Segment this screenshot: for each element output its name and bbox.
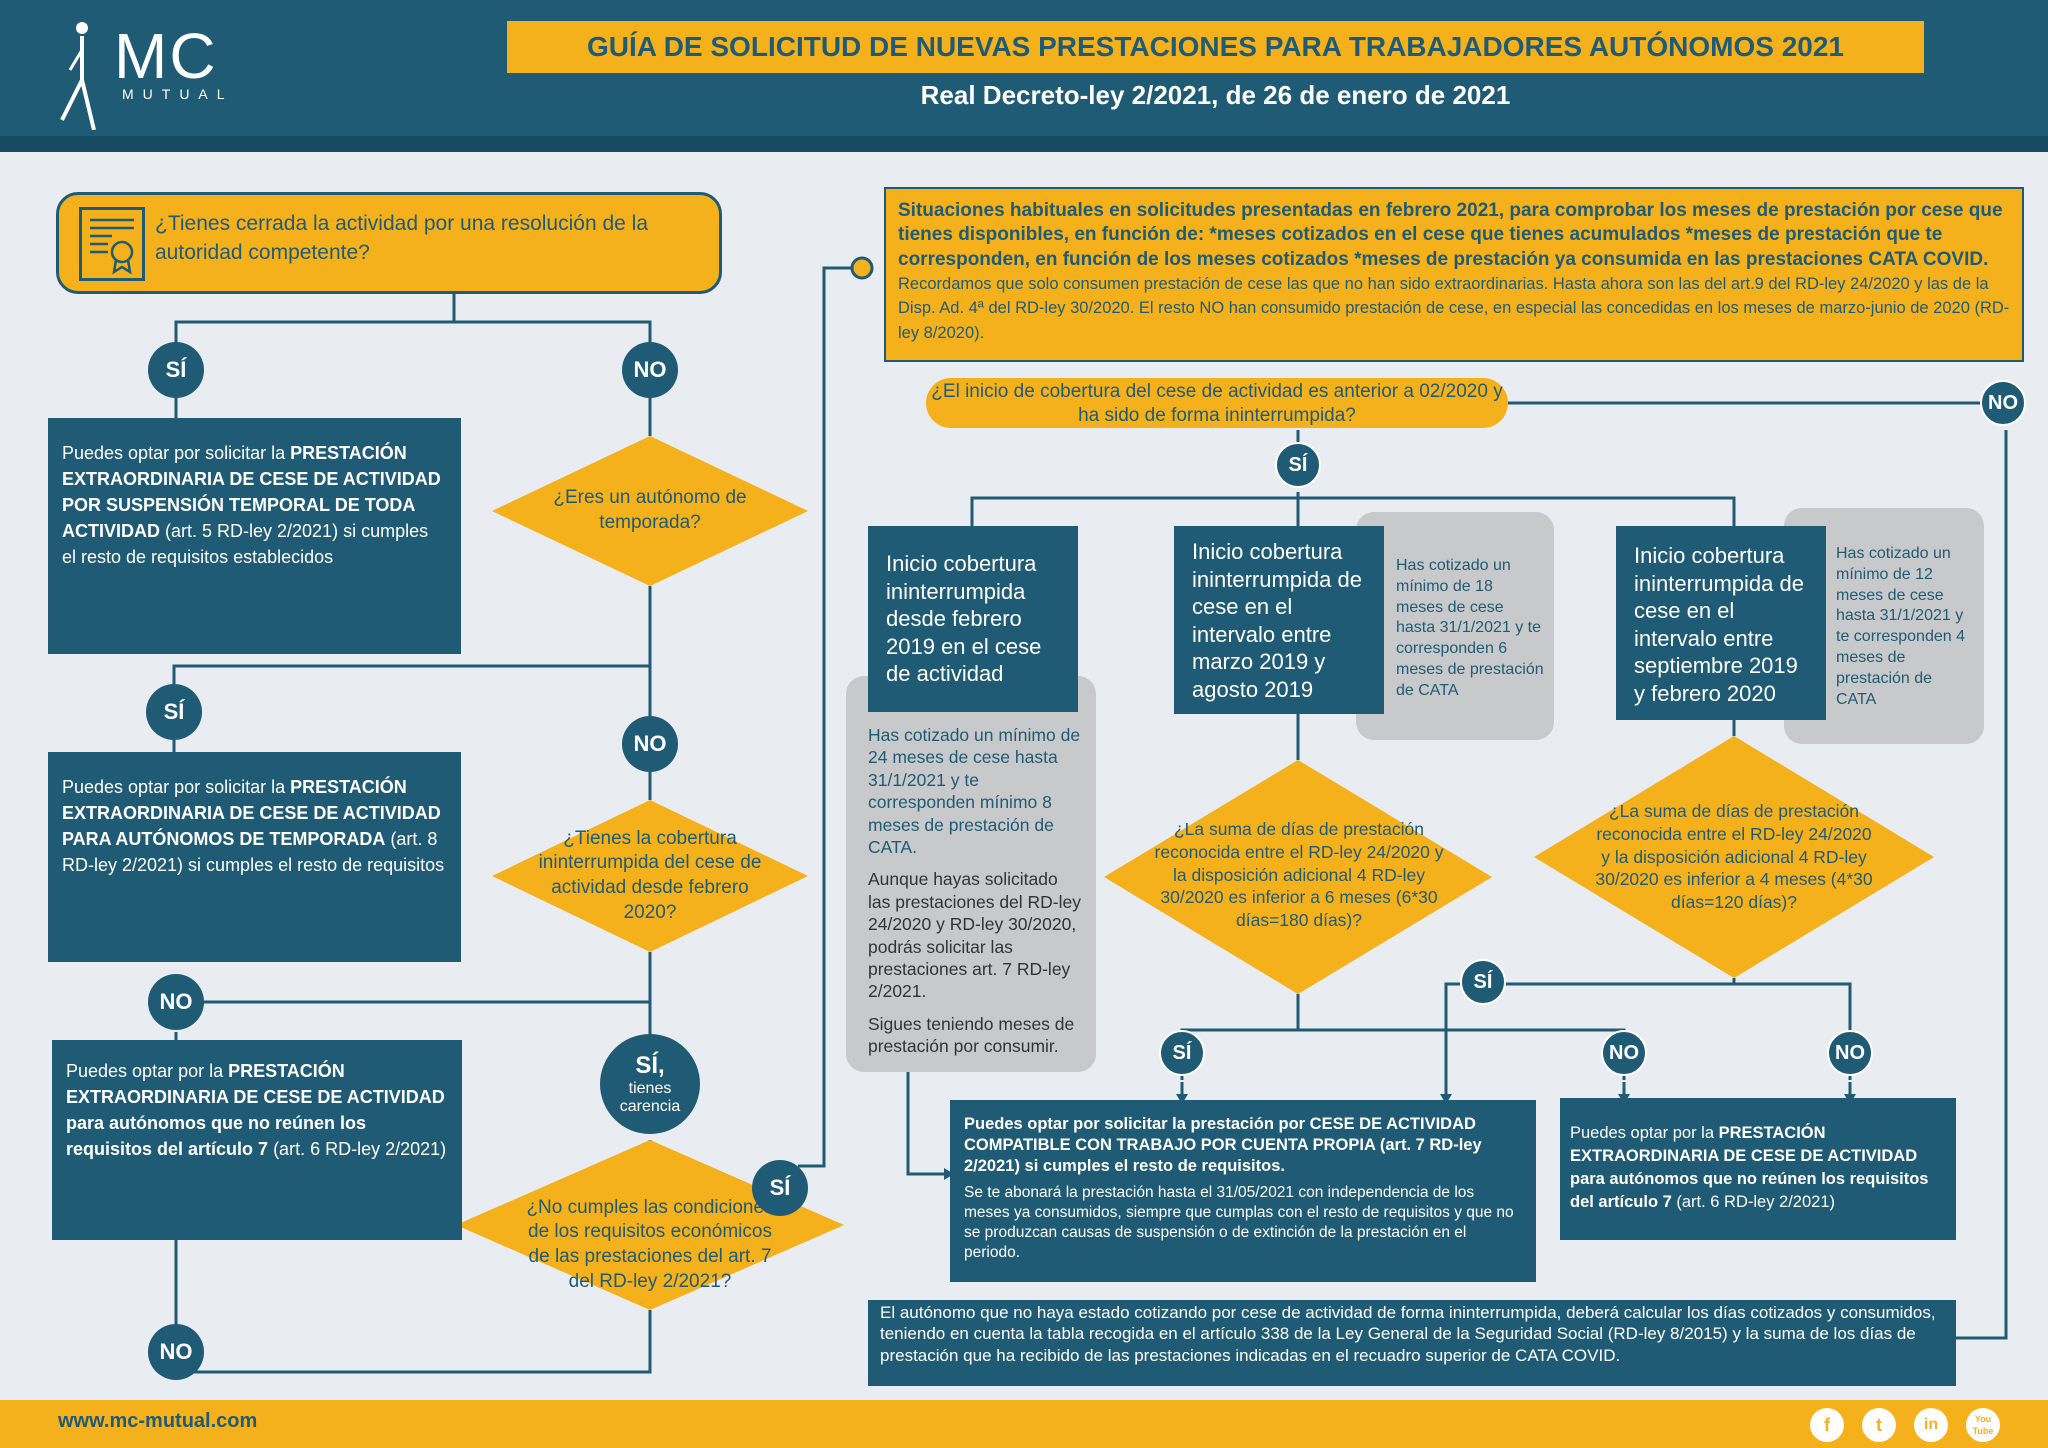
column3-question: ¿La suma de días de prestación reconocid… [1595, 801, 1873, 913]
note-bold-text: Situaciones habituales en solicitudes pr… [898, 200, 2003, 270]
no-badge: NO [1827, 1030, 1873, 1076]
question-closed-activity: ¿Tienes cerrada la actividad por una res… [56, 192, 722, 294]
column1-detail-1: Has cotizado un mínimo de 24 meses de ce… [868, 725, 1081, 857]
yes-badge: SÍ [1275, 442, 1321, 488]
result-text-pre: Puedes optar por solicitar la [62, 443, 291, 463]
result-compatible-own-account: Puedes optar por solicitar la prestación… [950, 1100, 1536, 1282]
linkedin-icon[interactable]: in [1914, 1408, 1948, 1442]
result-text: Se te abonará la prestación hasta el 31/… [964, 1184, 1514, 1261]
yes-badge: SÍ [148, 342, 204, 398]
result-text-bold: PRESTACIÓN EXTRAORDINARIA DE CESE DE ACT… [62, 443, 441, 542]
result-text-pre: Puedes optar por la [66, 1061, 229, 1081]
logo-figure-icon [60, 22, 96, 131]
result-not-meeting-art7: Puedes optar por la PRESTACIÓN EXTRAORDI… [52, 1040, 462, 1240]
cata-covid-note: Situaciones habituales en solicitudes pr… [884, 187, 2024, 362]
document-icon [79, 207, 145, 281]
youtube-icon[interactable]: You Tube [1966, 1408, 2000, 1442]
mc-mutual-logo: MC MUTUAL [52, 20, 262, 131]
no-badge: NO [1980, 380, 2026, 426]
column2-question: ¿La suma de días de prestación reconocid… [1154, 819, 1444, 931]
question-coverage-feb-2020: ¿Tienes la cobertura ininterrumpida del … [538, 827, 762, 923]
result-text-pre: Puedes optar por solicitar la [62, 777, 291, 797]
footer: www.mc-mutual.com f t in You Tube [0, 1400, 2048, 1448]
yes-has-waiting-period-badge: SÍ, tienes carencia [600, 1034, 700, 1134]
logo-text: MC [114, 20, 218, 92]
badge-sublabel: tienes carencia [619, 1079, 681, 1115]
question-coverage-start: ¿El inicio de cobertura del cese de acti… [926, 378, 1508, 428]
result-seasonal-worker: Puedes optar por solicitar la PRESTACIÓN… [48, 752, 461, 962]
no-badge: NO [622, 342, 678, 398]
note-text: Recordamos que solo consumen prestación … [898, 274, 2010, 342]
question-economic-requirements: ¿No cumples las condiciones de los requi… [526, 1196, 774, 1292]
result-bold-text: Puedes optar por solicitar la prestación… [964, 1115, 1482, 1176]
logo-subtext: MUTUAL [122, 86, 234, 102]
result-suspension-temporal: Puedes optar por solicitar la PRESTACIÓN… [48, 418, 461, 654]
column1-title: Inicio cobertura ininterrumpida desde fe… [868, 526, 1078, 712]
no-badge: NO [148, 1324, 204, 1380]
badge-label: SÍ, [635, 1051, 665, 1079]
bottom-note: El autónomo que no haya estado cotizando… [868, 1300, 1956, 1386]
question-seasonal-worker: ¿Eres un autónomo de temporada? [553, 487, 747, 533]
page-title: GUÍA DE SOLICITUD DE NUEVAS PRESTACIONES… [507, 21, 1924, 73]
result-text-bold: PRESTACIÓN EXTRAORDINARIA DE CESE DE ACT… [62, 777, 441, 850]
yes-badge: SÍ [752, 1160, 808, 1216]
header: MC MUTUAL GUÍA DE SOLICITUD DE NUEVAS PR… [0, 0, 2048, 152]
no-badge: NO [622, 716, 678, 772]
header-band [0, 136, 2048, 152]
result-extraordinary-not-art7: Puedes optar por la PRESTACIÓN EXTRAORDI… [1560, 1098, 1956, 1240]
yes-badge: SÍ [146, 684, 202, 740]
result-text-post: (art. 6 RD-ley 2/2021) [1671, 1193, 1836, 1212]
facebook-icon[interactable]: f [1810, 1408, 1844, 1442]
yes-badge: SÍ [1460, 959, 1506, 1005]
column1-detail-3: Sigues teniendo meses de prestación por … [868, 1013, 1075, 1057]
question-text: ¿Tienes cerrada la actividad por una res… [155, 212, 648, 265]
no-badge: NO [1601, 1030, 1647, 1076]
no-badge: NO [148, 974, 204, 1030]
column3-title: Inicio cobertura ininterrumpida de cese … [1616, 526, 1826, 720]
yes-badge: SÍ [1159, 1030, 1205, 1076]
result-text-post: (art. 5 RD-ley 2/2021) si cumples el res… [62, 521, 429, 568]
website-link[interactable]: www.mc-mutual.com [58, 1410, 258, 1432]
result-text-bold: PRESTACIÓN EXTRAORDINARIA DE CESE DE ACT… [66, 1061, 445, 1160]
twitter-icon[interactable]: t [1862, 1408, 1896, 1442]
column1-detail-2: Aunque hayas solicitado las prestaciones… [868, 869, 1082, 1002]
result-text-post: (art. 6 RD-ley 2/2021) [268, 1139, 447, 1160]
result-text-bold: PRESTACIÓN EXTRAORDINARIA DE CESE DE ACT… [1570, 1124, 1929, 1212]
result-text-pre: Puedes optar por la [1570, 1124, 1719, 1142]
page-subtitle: Real Decreto-ley 2/2021, de 26 de enero … [920, 80, 1511, 110]
column2-title: Inicio cobertura ininterrumpida de cese … [1174, 526, 1384, 714]
result-text-post: (art. 8 RD-ley 2/2021) si cumples el res… [62, 829, 445, 876]
column2-details: Has cotizado un mínimo de 18 meses de ce… [1356, 512, 1554, 740]
column1-details: Has cotizado un mínimo de 24 meses de ce… [846, 676, 1096, 1072]
